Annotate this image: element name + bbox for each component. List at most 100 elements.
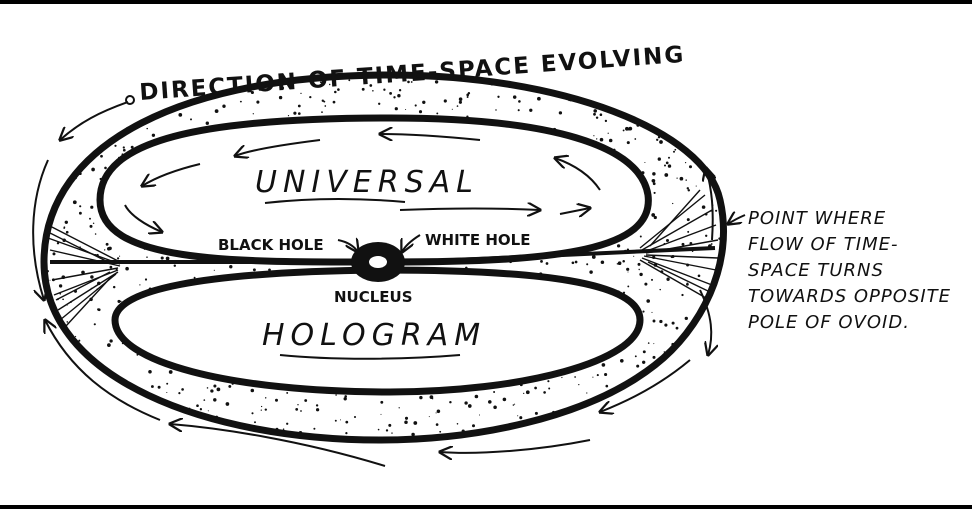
speckle-dot — [456, 105, 459, 107]
speckle-dot — [690, 385, 694, 389]
speckle-dot — [73, 392, 76, 394]
speckle-dot — [543, 391, 546, 394]
speckle-dot — [123, 96, 125, 98]
speckle-dot — [512, 404, 515, 406]
speckle-dot — [93, 442, 95, 444]
speckle-dot — [393, 96, 396, 99]
speckle-dot — [663, 164, 667, 167]
speckle-dot — [667, 164, 672, 168]
speckle-dot — [244, 442, 246, 444]
speckle-dot — [389, 92, 392, 95]
speckle-dot — [636, 408, 640, 412]
speckle-dot — [107, 343, 111, 347]
hologram-label: HOLOGRAM — [262, 318, 486, 353]
speckle-dot — [451, 108, 453, 110]
speckle-dot — [668, 120, 671, 123]
speckle-dot — [391, 432, 393, 434]
speckle-dot — [345, 420, 349, 424]
speckle-dot — [72, 200, 77, 205]
speckle-dot — [691, 432, 693, 434]
speckle-dot — [646, 383, 649, 386]
speckle-dot — [144, 278, 148, 281]
speckle-dot — [143, 415, 147, 418]
speckle-dot — [648, 96, 652, 100]
speckle-dot — [681, 242, 685, 246]
speckle-dot — [85, 111, 89, 115]
speckle-dot — [458, 97, 463, 101]
speckle-dot — [586, 263, 589, 266]
speckle-dot — [44, 152, 47, 156]
speckle-dot — [607, 430, 610, 433]
annotation-line-3: SPACE TURNS — [748, 260, 884, 281]
speckle-dot — [642, 350, 646, 354]
speckle-dot — [44, 419, 46, 422]
speckle-dot — [89, 224, 93, 228]
flow-arrow-bottom-right — [440, 439, 591, 453]
speckle-dot — [113, 122, 118, 127]
left-pole-hatching — [47, 224, 121, 327]
speckle-dot — [666, 78, 671, 83]
speckle-dot — [644, 114, 647, 117]
speckle-dot — [250, 90, 254, 95]
speckle-dot — [85, 383, 89, 387]
speckle-dot — [493, 405, 497, 410]
speckle-dot — [90, 205, 94, 209]
speckle-dot — [114, 110, 118, 115]
speckle-dot — [39, 386, 41, 388]
speckle-dot — [94, 233, 97, 235]
speckle-dot — [418, 110, 423, 114]
speckle-dot — [715, 103, 718, 106]
speckle-dot — [685, 179, 687, 181]
speckle-dot — [626, 267, 630, 271]
speckle-dot — [671, 321, 675, 325]
speckle-dot — [250, 388, 255, 393]
speckle-dot — [714, 112, 717, 116]
speckle-dot — [39, 381, 42, 384]
speckle-dot — [61, 127, 64, 130]
speckle-dot — [70, 167, 74, 171]
flow-arrow-top-left — [60, 101, 129, 140]
speckle-dot — [65, 436, 68, 439]
speckle-dot — [372, 90, 374, 92]
speckle-dot — [125, 266, 129, 271]
speckle-dot — [648, 80, 652, 84]
speckle-dot — [205, 121, 209, 125]
speckle-dot — [725, 111, 726, 112]
speckle-dot — [656, 410, 659, 413]
speckle-dot — [199, 408, 203, 411]
speckle-dot — [287, 115, 290, 117]
speckle-dot — [624, 418, 628, 421]
speckle-dot — [534, 411, 538, 415]
speckle-dot — [407, 80, 410, 84]
right-pole-hatching — [639, 189, 719, 299]
speckle-dot — [50, 386, 54, 391]
speckle-dot — [436, 409, 441, 414]
speckle-dot — [261, 441, 264, 444]
speckle-dot — [55, 110, 59, 114]
speckle-dot — [599, 137, 604, 142]
speckle-dot — [699, 395, 703, 400]
speckle-dot — [493, 391, 496, 393]
speckle-dot — [315, 408, 320, 412]
speckle-dot — [724, 142, 726, 144]
top-frame-bar — [0, 0, 972, 4]
speckle-dot — [715, 209, 718, 212]
speckle-dot — [695, 85, 698, 87]
speckle-dot — [703, 85, 706, 87]
inner-arrow-up-right — [555, 158, 601, 191]
speckle-dot — [694, 120, 697, 123]
speckle-dot — [716, 105, 720, 108]
speckle-dot — [66, 321, 69, 323]
speckle-dot — [701, 205, 706, 209]
speckle-dot — [683, 372, 687, 376]
speckle-dot — [659, 288, 661, 291]
speckle-dot — [419, 395, 423, 400]
annotation-line-4: TOWARDS OPPOSITE — [748, 286, 951, 307]
speckle-dot — [569, 419, 572, 422]
speckle-dot — [665, 390, 668, 392]
speckle-dot — [122, 148, 126, 152]
speckle-dot — [78, 339, 81, 342]
speckle-dot — [245, 437, 248, 440]
speckle-dot — [647, 390, 652, 395]
speckle-dot — [625, 126, 629, 131]
